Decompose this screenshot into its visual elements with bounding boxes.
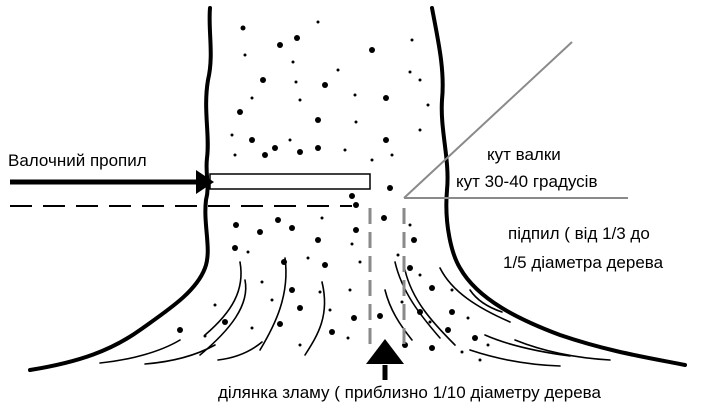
arrow-right-icon (10, 170, 214, 194)
arrow-up-icon (366, 339, 404, 380)
felling-cut-label: Валочний пропил (8, 151, 147, 170)
root-lines (100, 258, 610, 366)
hinge-label: ділянка зламу ( приблизно 1/10 діаметру … (218, 383, 602, 402)
undercut-label-line2: 1/5 діаметра дерева (503, 253, 664, 272)
undercut-label-line1: підпил ( від 1/3 до (508, 224, 650, 243)
felling-cut-rect (210, 174, 370, 189)
felling-angle-label: кут валки (487, 145, 561, 164)
angle-degrees-label: кут 30-40 градусів (456, 172, 598, 191)
trunk-left-outline (30, 8, 211, 370)
